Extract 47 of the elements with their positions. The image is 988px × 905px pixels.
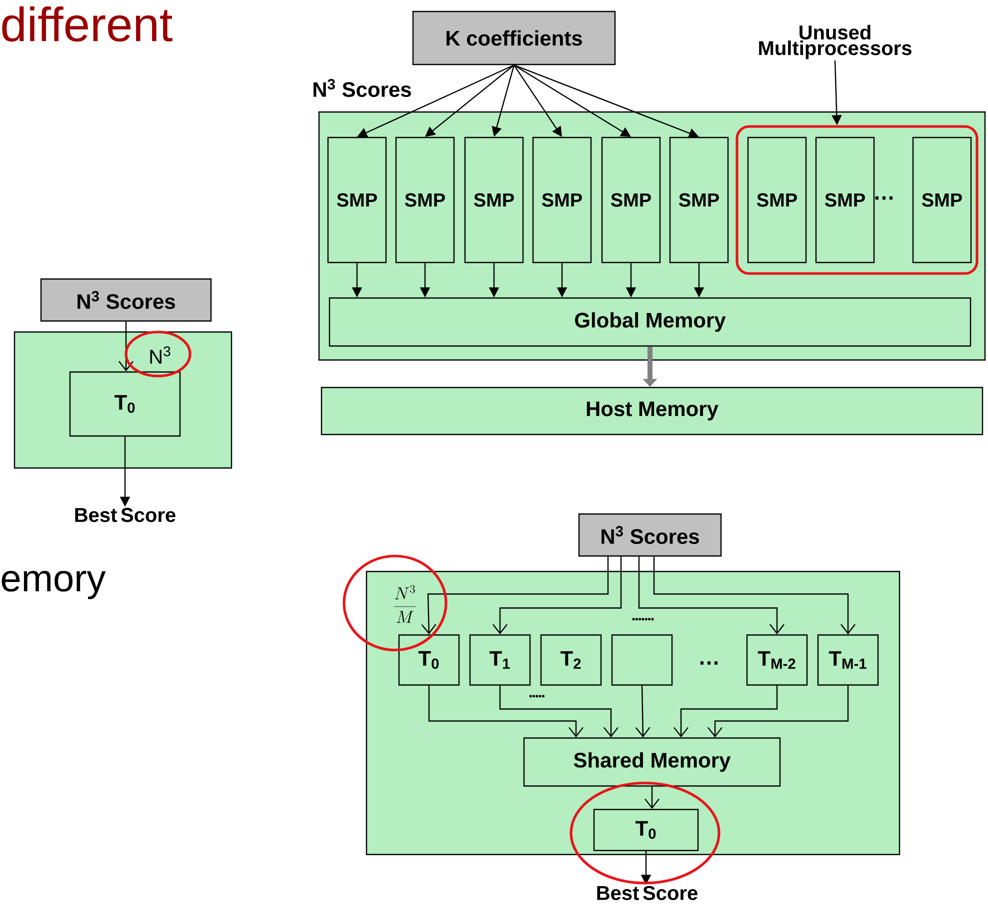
process-box: T$_{1}$: [469, 634, 531, 686]
arrow: [428, 686, 584, 738]
ellipsis: •••••••: [632, 618, 654, 620]
process-box: SMP: [669, 136, 729, 264]
arrow: [653, 556, 856, 634]
process-box: [611, 634, 673, 686]
heading: N$^{3}$ Scores: [314, 79, 411, 97]
arrow: [499, 686, 618, 738]
edge-label: N$^{3}$: [148, 345, 172, 365]
ellipsis: …: [700, 661, 718, 665]
process-box: Shared Memory: [523, 737, 781, 787]
process-box: SMP: [464, 136, 524, 264]
highlight-box: [736, 125, 978, 275]
process-box: T$_{0}$: [69, 371, 181, 437]
input-box: N$^{3}$ Scores: [40, 278, 212, 322]
arrow: [638, 556, 784, 634]
process-box: T$_{0}$: [398, 634, 460, 686]
process-box: Global Memory: [328, 297, 972, 347]
ellipsis: …: [875, 196, 893, 200]
arrow: [425, 64, 514, 137]
input-box: N$^{3}$ Scores: [578, 513, 722, 557]
text-label: Best Score: [597, 886, 698, 900]
arrow: [492, 556, 622, 634]
process-box: T$_{2}$: [540, 634, 602, 686]
arrow: [635, 686, 650, 738]
process-box: SMP: [815, 136, 875, 264]
process-box: Host Memory: [320, 386, 984, 436]
process-box: SMP: [601, 136, 661, 264]
edge-label: $\frac{N^{3}}{M}$: [392, 584, 418, 624]
slide-title: different: [2, 6, 172, 42]
process-box: SMP: [747, 136, 807, 264]
text-label: Unused Multiprocessors: [759, 24, 912, 60]
arrow: [674, 686, 778, 738]
arrow: [644, 786, 660, 809]
arrow: [708, 686, 849, 738]
arrow: [421, 556, 609, 634]
process-box: SMP: [532, 136, 592, 264]
process-box: T$_{M-1}$: [817, 634, 879, 686]
process-box: T$_{M-2}$: [746, 634, 808, 686]
process-box: SMP: [912, 136, 972, 264]
input-box: K coefficients: [412, 10, 616, 66]
slide-text: emory: [2, 570, 106, 600]
ellipsis: •••••: [529, 694, 545, 698]
process-box: T$_{0}$: [593, 808, 699, 852]
process-box: SMP: [395, 136, 455, 264]
process-box: SMP: [327, 136, 387, 264]
text-label: Best Score: [75, 508, 176, 522]
